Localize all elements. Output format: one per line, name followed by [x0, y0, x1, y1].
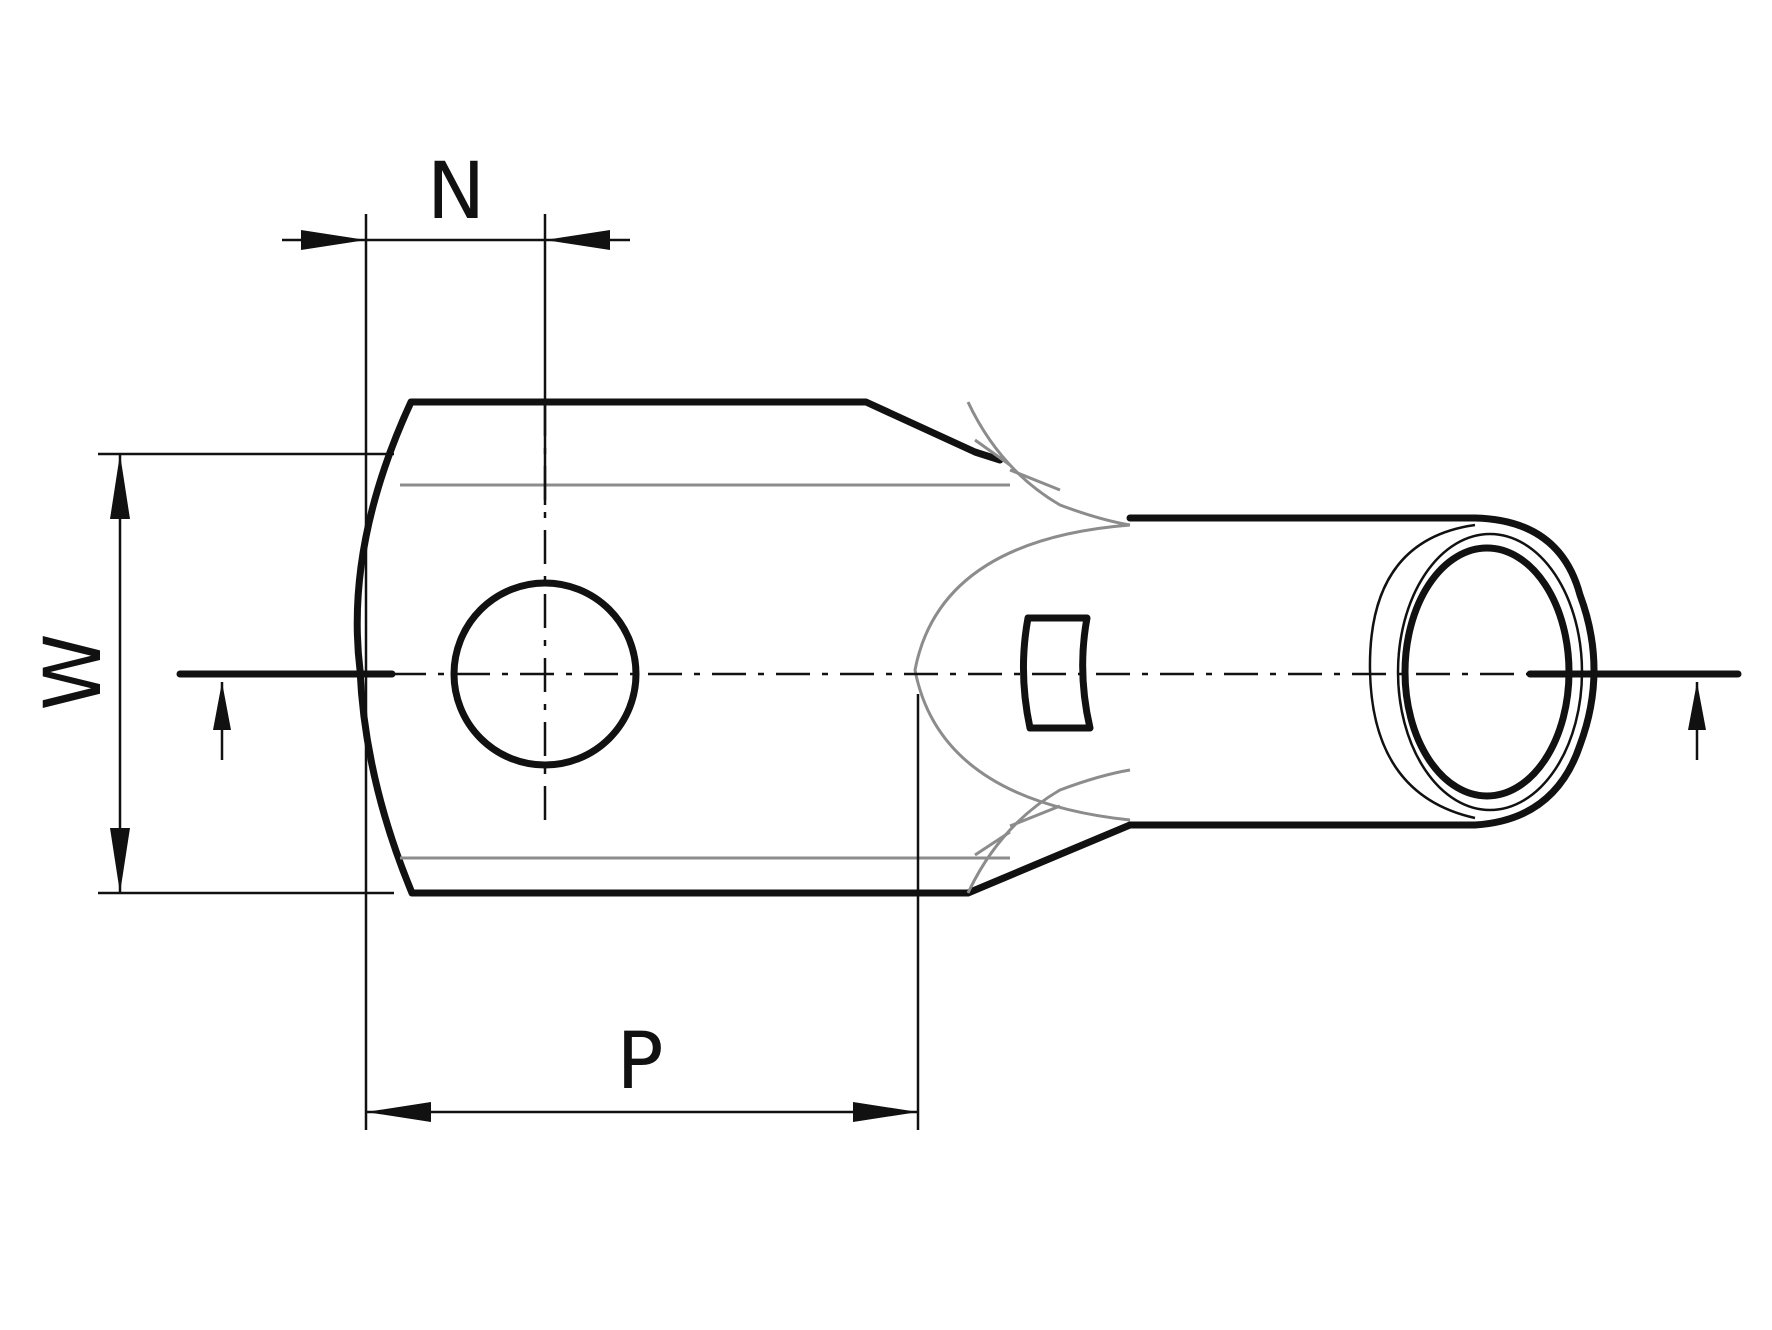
dimension-p: P [366, 694, 920, 1130]
arrowhead [853, 1102, 918, 1122]
arrowhead [1688, 682, 1706, 730]
section-arrow-left [213, 682, 231, 760]
palm-outline [353, 398, 1134, 897]
dimension-w: W [29, 452, 394, 895]
dimension-label-w: W [29, 633, 119, 710]
center-lines [176, 402, 1742, 820]
barrel-end-outer [1471, 514, 1598, 829]
lug-barrel [1126, 514, 1598, 829]
dimension-label-n: N [427, 147, 485, 237]
arrowhead [301, 230, 366, 250]
section-arrow-right [1688, 682, 1706, 760]
arrowhead [545, 230, 610, 250]
inspection-window [1019, 614, 1094, 732]
arrowhead [110, 828, 130, 893]
dimension-n: N [282, 147, 630, 1130]
arrowhead [213, 682, 231, 730]
barrel-end-left-edge [1368, 523, 1476, 820]
arrowhead [366, 1102, 431, 1122]
arrowhead [110, 454, 130, 519]
dimension-label-p: P [616, 1017, 663, 1107]
palm-inner-contour [400, 401, 1131, 894]
lug-palm [353, 398, 1134, 897]
